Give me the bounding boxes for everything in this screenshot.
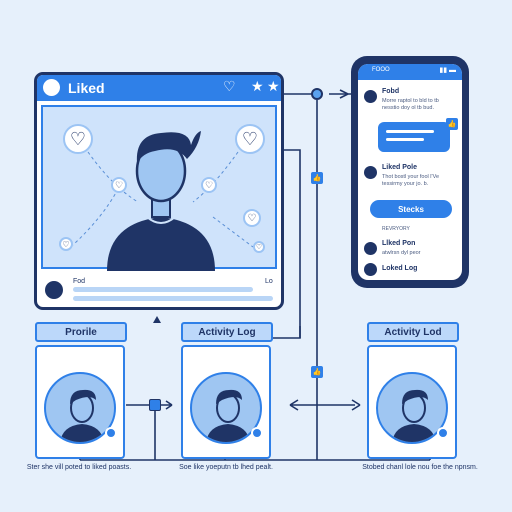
list-item-name: Loked Log bbox=[382, 265, 418, 272]
thumbs-up-icon: 👍 bbox=[311, 172, 323, 184]
activity-lod-card-title: Activity Lod bbox=[367, 322, 459, 342]
thumbs-up-icon: 👍 bbox=[446, 118, 458, 130]
activity-lod-caption: Stobed chanl lole nou foe the npnsm. bbox=[362, 464, 478, 471]
list-item-name: Llked Pon bbox=[382, 240, 416, 247]
phone-screen: FOOO ▮▮ ▬ Fobd Morre raptol to bld to tb… bbox=[358, 64, 462, 280]
status-dot bbox=[437, 427, 449, 439]
list-item-text: atwlrsn dyl peor bbox=[382, 250, 421, 256]
connector-square-icon bbox=[149, 399, 161, 411]
message-sender: Liked Pole bbox=[382, 164, 418, 171]
connector-node bbox=[311, 88, 323, 100]
profile-card[interactable] bbox=[35, 345, 125, 459]
person-illustration bbox=[72, 131, 254, 271]
heart-icon[interactable]: ♡ bbox=[223, 78, 236, 94]
phone-status-text: FOOO bbox=[372, 67, 390, 73]
heart-bubble-icon: ♡ bbox=[201, 177, 217, 193]
profile-portrait bbox=[44, 372, 116, 444]
activity-portrait bbox=[190, 372, 262, 444]
activity-lod-portrait bbox=[376, 372, 448, 444]
phone-status-bar bbox=[358, 64, 462, 80]
window-title: Liked bbox=[68, 80, 105, 96]
activity-log-caption: Soe like yoeputn tb lhed pealt. bbox=[179, 464, 273, 471]
message-text: Morre raptol to bld to tb nesstio doy ol… bbox=[382, 98, 439, 111]
heart-bubble-icon: ♡ bbox=[243, 209, 261, 227]
activity-log-card-title: Activity Log bbox=[181, 322, 273, 342]
message-text: Thot bostl your fool l'Ve tessirmy your … bbox=[382, 174, 439, 187]
phone-mockup: FOOO ▮▮ ▬ Fobd Morre raptol to bld to tb… bbox=[351, 56, 469, 288]
activity-log-card[interactable] bbox=[181, 345, 271, 459]
section-label: REVRYORY bbox=[382, 226, 410, 232]
star-icon[interactable]: ★ bbox=[251, 78, 264, 94]
liked-image-panel: ♡ ♡ ♡ ♡ ♡ ♡ ♡ bbox=[41, 105, 277, 271]
message-sender: Fobd bbox=[382, 88, 400, 95]
profile-card-title: Prorile bbox=[35, 322, 127, 342]
heart-bubble-icon: ♡ bbox=[63, 124, 93, 154]
signal-icon: ▮▮ ▬ bbox=[439, 67, 456, 74]
post-meta: Lo bbox=[265, 278, 273, 285]
heart-bubble-icon: ♡ bbox=[253, 241, 265, 253]
post-author: Fod bbox=[73, 278, 86, 285]
status-dot bbox=[105, 427, 117, 439]
post-text-line bbox=[73, 296, 273, 301]
status-dot bbox=[251, 427, 263, 439]
heart-bubble-icon: ♡ bbox=[111, 177, 127, 193]
heart-bubble-icon: ♡ bbox=[59, 237, 73, 251]
star-icon[interactable]: ★ bbox=[267, 78, 280, 94]
avatar[interactable] bbox=[45, 281, 63, 299]
post-text-line bbox=[73, 287, 253, 292]
activity-lod-card[interactable] bbox=[367, 345, 457, 459]
profile-caption: Ster she vill poted to liked poasts. bbox=[26, 464, 132, 471]
heart-bubble-icon: ♡ bbox=[235, 124, 265, 154]
avatar[interactable] bbox=[364, 166, 377, 179]
app-logo-icon bbox=[43, 79, 60, 96]
liked-window: Liked ♡ ★ ★ ♡ ♡ ♡ ♡ ♡ ♡ ♡ Fod Lo bbox=[34, 72, 284, 310]
chat-bubble[interactable] bbox=[378, 122, 450, 152]
window-titlebar bbox=[37, 75, 281, 101]
thumbs-up-icon: 👍 bbox=[311, 366, 323, 378]
avatar[interactable] bbox=[364, 263, 377, 276]
avatar[interactable] bbox=[364, 90, 377, 103]
avatar[interactable] bbox=[364, 242, 377, 255]
stecks-button[interactable]: Stecks bbox=[370, 200, 452, 218]
